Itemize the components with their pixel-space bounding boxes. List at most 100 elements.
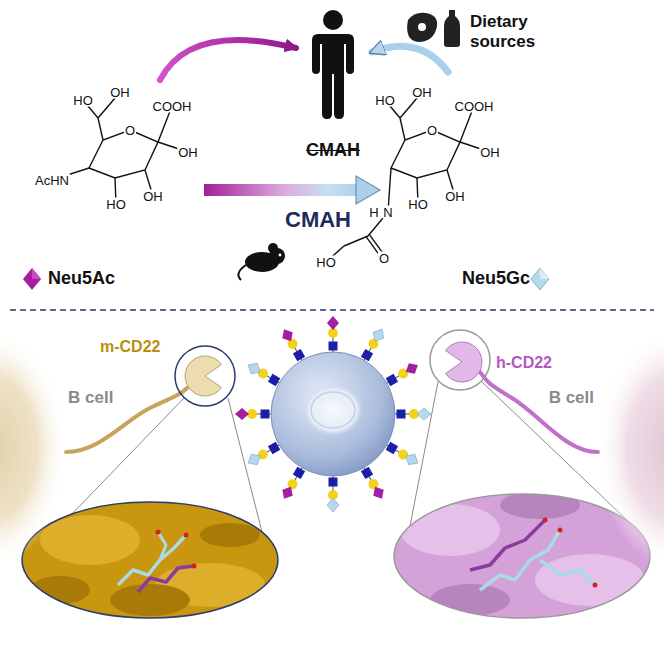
binding-site-left-part-part — [158, 532, 166, 560]
nanoparticle-part-part — [329, 342, 338, 351]
cell-body — [0, 330, 130, 560]
cell-body — [534, 330, 664, 560]
nanoparticle-part — [245, 360, 282, 388]
nanoparticle-part — [245, 440, 282, 468]
binding-site-left-part-part — [138, 566, 194, 592]
binding-zoom-circles-part — [185, 356, 221, 396]
binding-site-left-part — [20, 500, 280, 620]
mouse-figure-part — [279, 254, 282, 257]
receptor-label: m-CD22 — [100, 338, 160, 356]
binding-site-left-part-part — [110, 584, 190, 616]
atom-label: OH — [479, 146, 501, 159]
atom-label: OH — [109, 86, 131, 99]
molecule-node: Neu5Gc — [380, 80, 590, 300]
source-label: Dietary sources — [470, 12, 570, 52]
binding-site-left-part-part — [30, 576, 90, 604]
nanoparticle-part — [327, 316, 339, 352]
mouse-figure-part — [268, 243, 278, 253]
sialic-symbols-part — [23, 268, 41, 290]
nanoparticle-part-part — [245, 360, 263, 377]
mouse-figure-part — [238, 265, 246, 280]
atom-label: COOH — [454, 100, 495, 113]
binding-site-left-part — [22, 502, 278, 618]
receptor-label: h-CD22 — [496, 354, 552, 372]
sialic-symbols-part — [540, 268, 549, 279]
nanoparticle-part-part — [417, 408, 431, 420]
intake-arrow-part — [160, 40, 296, 80]
atom-label: COOH — [152, 100, 193, 113]
neu5ac-structure-part — [98, 118, 103, 140]
nanoparticle-part — [359, 326, 387, 363]
human-figure-part — [323, 10, 343, 30]
atom-label: HO — [72, 94, 94, 107]
binding-site-left-part-part — [40, 515, 140, 565]
nanoparticle-part — [327, 476, 339, 512]
section-divider-part — [10, 309, 654, 311]
nanoparticle-part-part — [397, 410, 406, 419]
binding-site-left — [20, 500, 280, 620]
nanoparticle-part — [395, 408, 431, 420]
food-icons — [407, 10, 460, 47]
neu5gc-structure-part — [400, 118, 405, 140]
cell-label: B cell — [549, 388, 594, 408]
binding-site-left-part-part — [200, 523, 260, 547]
atom-label: O — [426, 124, 438, 137]
binding-site-right-part-part — [480, 530, 560, 590]
nanoparticle-part — [384, 360, 421, 388]
atom-label: H — [368, 206, 379, 219]
sialic-symbols-part — [531, 268, 549, 290]
neu5gc-structure — [326, 92, 490, 262]
binding-site-left-part-part — [20, 500, 280, 620]
cell-label: B cell — [68, 388, 113, 408]
binding-site-right-part-part — [400, 504, 500, 556]
food-icons-part — [418, 23, 426, 31]
binding-site-right-part-part — [470, 520, 545, 570]
nanoparticle-part — [384, 440, 421, 468]
food-icons-part — [444, 10, 460, 47]
mouse-figure — [238, 243, 285, 280]
nanoparticle-part — [311, 392, 355, 428]
nanoparticle-part-part — [245, 451, 263, 468]
cell-glow — [0, 330, 68, 560]
diet-arrow-part — [372, 46, 448, 72]
binding-site-right-part-part — [430, 584, 510, 616]
molecule-node: Neu5Ac — [14, 80, 204, 300]
human-figure — [312, 10, 354, 119]
binding-site-left-part-part — [192, 564, 197, 569]
nanoparticle — [235, 316, 431, 512]
neu5gc-structure-part — [400, 104, 412, 118]
atom-label: OH — [444, 190, 466, 203]
enzyme-label: CMAH — [285, 208, 351, 232]
neu5gc-structure-part — [391, 130, 460, 178]
binding-site-left-part-part — [184, 533, 189, 538]
nanoparticle-part — [303, 384, 363, 436]
binding-zoom-circles-part — [446, 342, 482, 382]
nanoparticle-part-part — [327, 498, 339, 512]
atom-label: O — [124, 124, 136, 137]
atom-label: HO — [315, 256, 337, 269]
conversion-arrow — [204, 176, 380, 204]
enzyme-label: CMAH — [306, 140, 360, 160]
binding-zoom-circles-part — [430, 330, 490, 390]
nanoparticle-part-part — [279, 326, 296, 344]
nanoparticle-part-part — [329, 478, 338, 487]
atom-label: OH — [177, 146, 199, 159]
food-icons-part — [407, 13, 437, 42]
nanoparticle-part — [279, 326, 307, 363]
neu5ac-structure-part — [89, 130, 158, 178]
atom-label: HO — [374, 94, 396, 107]
intake-arrow — [160, 40, 296, 80]
atom-label: HO — [105, 198, 127, 211]
nanoparticle-part-part — [327, 316, 339, 330]
nanoparticle-part-part — [370, 326, 387, 344]
nanoparticle-part — [359, 465, 387, 502]
cell-glow — [596, 330, 664, 560]
diet-arrow — [372, 46, 448, 72]
arrow-head — [356, 176, 380, 204]
binding-zoom-circles-part — [175, 346, 235, 406]
neu5gc-structure-part — [344, 236, 368, 246]
nanoparticle-part — [279, 465, 307, 502]
sialic-symbols — [23, 268, 549, 290]
